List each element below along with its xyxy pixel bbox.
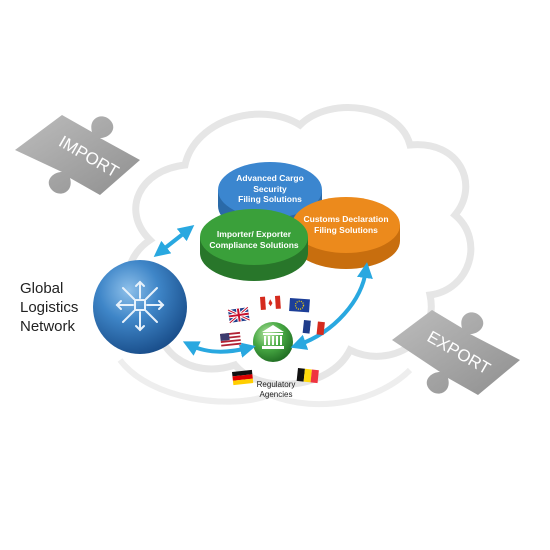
belgium-flag-icon [296,368,319,384]
france-flag-icon [302,320,325,336]
disk-importer-exporter [200,209,308,281]
customs-declaration-line-2: Filing Solutions [314,224,378,235]
agencies-line-2: Agencies [259,390,293,399]
germany-flag-icon [232,369,254,386]
arrows [153,225,373,358]
disk-customs-declaration [292,197,400,269]
uk-flag-icon [227,306,251,325]
arrow-network-to-agencies [182,341,256,358]
import-puzzle-piece: IMPORT [15,115,140,195]
regulatory-agencies-label: Regulatory Agencies [246,380,306,400]
network-label-line-2: Logistics [20,299,79,316]
network-label-line-3: Network [20,318,76,335]
customs-declaration-line-1: Customs Declaration [303,214,389,224]
advanced-cargo-line-3: Filing Solutions [238,194,302,204]
move-arrows-icon [115,280,165,332]
importer-exporter-line-1: Importer/ Exporter [216,229,292,239]
canada-flag-icon [260,295,281,310]
customs-declaration-label: Customs Declaration Filing Solutions [298,214,394,235]
advanced-cargo-label: Advanced Cargo Security Filing Solutions [225,173,315,205]
export-puzzle-piece: EXPORT [392,310,520,395]
agencies-line-1: Regulatory [256,380,296,389]
network-label-line-1: Global [20,280,64,297]
network-sphere [93,260,187,354]
cloud-outline [125,104,475,388]
importer-exporter-line-2: Compliance Solutions [209,239,299,250]
advanced-cargo-line-2: Security [253,183,287,194]
global-logistics-network-label: Global Logistics Network [20,279,78,336]
importer-exporter-label: Importer/ Exporter Compliance Solutions [204,229,304,250]
arrow-agencies-to-customs [290,262,373,350]
eu-flag-icon [289,298,310,313]
usa-flag-icon [220,331,242,347]
agency-globe [251,320,295,364]
arrow-network-to-solutions [153,225,195,257]
advanced-cargo-line-1: Advanced Cargo [236,173,304,183]
government-building-icon [262,325,284,349]
cloud-outline-lower [117,358,413,408]
